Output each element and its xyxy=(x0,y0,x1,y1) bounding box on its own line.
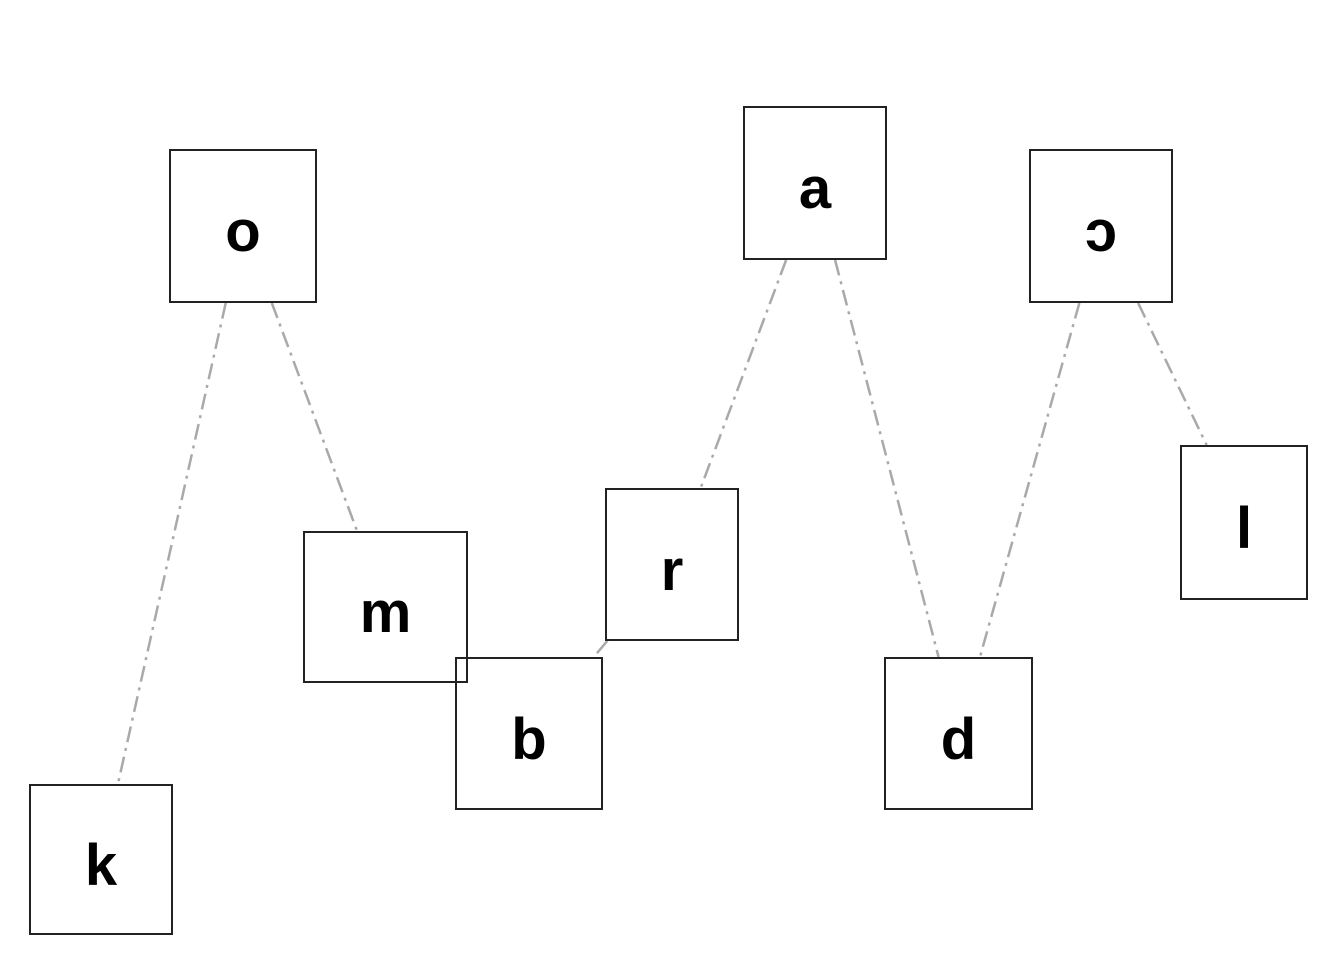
node-m[interactable]: m xyxy=(303,531,468,683)
node-open-o[interactable]: ɔ xyxy=(1029,149,1173,303)
node-label-m: m xyxy=(359,580,412,645)
edge-o-m xyxy=(270,302,359,532)
node-label-k: k xyxy=(84,832,118,898)
edge-a-d xyxy=(833,259,940,658)
edge-o-k xyxy=(116,302,227,785)
node-label-b: b xyxy=(511,706,547,772)
edge-r-b xyxy=(592,640,609,658)
node-r[interactable]: r xyxy=(605,488,739,641)
node-o[interactable]: o xyxy=(169,149,317,303)
node-label-open-o: ɔ xyxy=(1084,199,1118,264)
node-a[interactable]: a xyxy=(743,106,887,260)
node-label-a: a xyxy=(798,156,832,221)
node-label-d: d xyxy=(940,706,977,772)
node-b[interactable]: b xyxy=(455,657,603,810)
node-k[interactable]: k xyxy=(29,784,173,935)
edge-a-r xyxy=(699,259,788,489)
node-label-l: l xyxy=(1235,495,1253,561)
node-label-r: r xyxy=(660,537,684,603)
node-label-o: o xyxy=(225,199,261,264)
edge-open-o-l xyxy=(1137,302,1208,446)
node-d[interactable]: d xyxy=(884,657,1033,810)
edge-open-o-d xyxy=(978,302,1081,658)
node-l[interactable]: l xyxy=(1180,445,1308,600)
